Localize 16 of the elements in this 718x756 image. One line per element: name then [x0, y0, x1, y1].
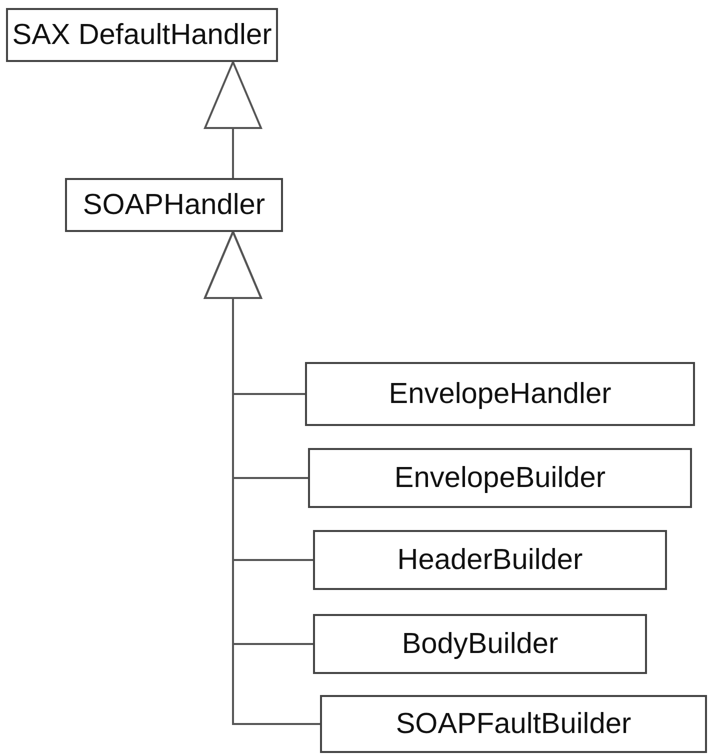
class-box — [313, 530, 667, 590]
inheritance-arrow — [204, 61, 262, 178]
inheritance-arrow — [204, 231, 320, 725]
class-box — [65, 178, 283, 232]
class-name: EnvelopeBuilder — [394, 462, 606, 494]
class-name: HeaderBuilder — [397, 544, 583, 576]
class-name: EnvelopeHandler — [388, 378, 612, 410]
class-name: SAX DefaultHandler — [12, 18, 272, 52]
class-name: BodyBuilder — [402, 628, 558, 660]
class-box — [6, 8, 278, 62]
class-box — [320, 695, 707, 753]
class-box — [305, 362, 695, 426]
class-name: SOAPHandler — [82, 188, 266, 222]
class-box — [308, 448, 692, 508]
class-name: SOAPFaultBuilder — [396, 708, 632, 740]
class-box — [313, 614, 647, 674]
